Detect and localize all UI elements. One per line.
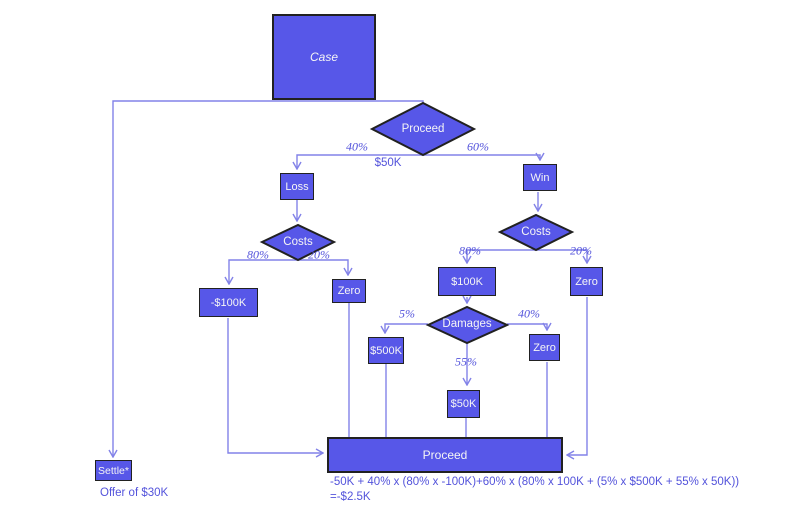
probability-label-damages-55: 55%: [455, 354, 477, 369]
loss-node[interactable]: Loss: [280, 173, 314, 200]
rollback-formula-line2: =-$2.5K: [330, 491, 371, 503]
settle-offer-text: Offer of $30K: [100, 487, 169, 499]
edge-proceed-to-win: [423, 155, 540, 160]
probability-label-damages-40: 40%: [518, 306, 540, 321]
probability-label-loss-costs-80: 80%: [247, 247, 269, 262]
payoff-zero-win-node[interactable]: Zero: [570, 267, 603, 296]
edge-costsloss-to-neg100k: [229, 259, 298, 284]
payoff-zero-loss-node[interactable]: Zero: [332, 279, 366, 303]
proceed-decision-diamond[interactable]: [369, 101, 477, 157]
probability-label-loss-costs-20: 20%: [308, 247, 330, 262]
costs-win-diamond[interactable]: [497, 213, 575, 252]
edge-zerowin-to-bar: [567, 297, 588, 455]
probability-label-win-costs-80: 80%: [459, 243, 481, 258]
edge-damages-to-500k: [385, 323, 428, 333]
payoff-100k-node[interactable]: $100K: [438, 267, 496, 296]
probability-label-proceed-win: 60%: [467, 139, 489, 154]
settle-node[interactable]: Settle*: [95, 460, 132, 481]
proceed-cost-label: $50K: [374, 157, 402, 169]
probability-label-damages-5: 5%: [399, 306, 415, 321]
win-node[interactable]: Win: [523, 164, 557, 191]
edge-costswin-to-zero: [536, 249, 587, 263]
costs-loss-diamond[interactable]: [259, 223, 337, 262]
payoff-50k-node[interactable]: $50K: [447, 390, 480, 418]
case-node[interactable]: Case: [272, 14, 376, 100]
damages-diamond[interactable]: [425, 305, 510, 345]
edge-costswin-to-100k: [467, 249, 536, 263]
edge-damages-to-zero: [507, 324, 547, 330]
rollback-formula-line1: -50K + 40% x (80% x -100K)+60% x (80% x …: [330, 476, 740, 488]
payoff-zero-damages-node[interactable]: Zero: [529, 334, 560, 361]
edge-neg100k-to-bar: [227, 318, 323, 453]
payoff-500k-node[interactable]: $500K: [368, 337, 404, 364]
probability-label-win-costs-20: 20%: [570, 243, 592, 258]
edge-costsloss-to-zero: [298, 259, 348, 275]
payoff-neg100k-node[interactable]: -$100K: [199, 288, 258, 317]
edge-proceed-to-loss: [297, 154, 423, 169]
proceed-rollup-bar[interactable]: Proceed: [327, 437, 563, 473]
probability-label-proceed-loss: 40%: [346, 139, 368, 154]
